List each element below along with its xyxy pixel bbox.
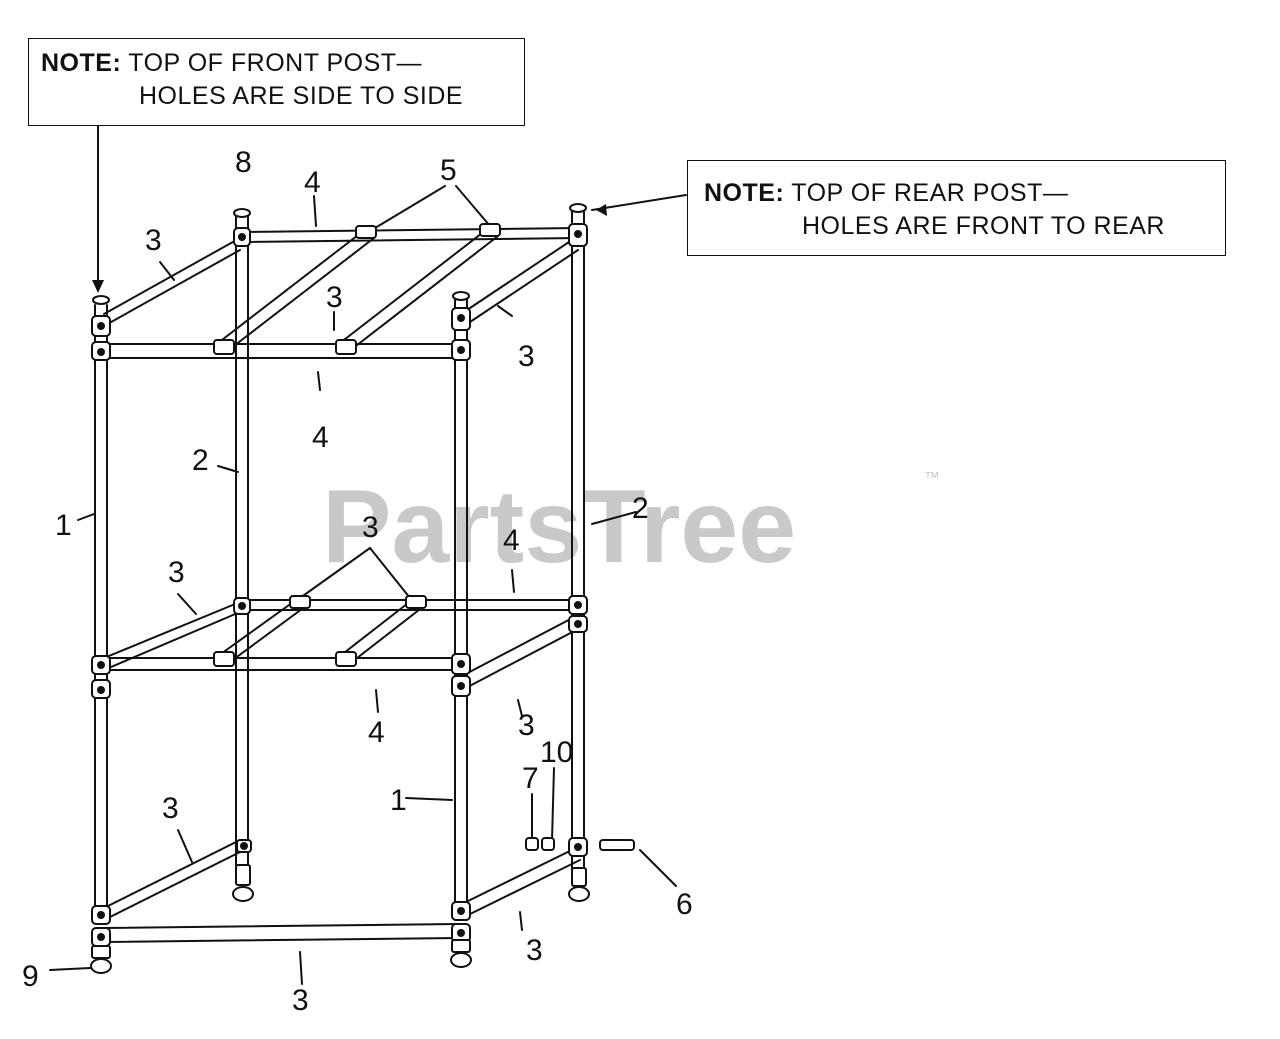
callout-1: 1 [390, 784, 407, 817]
rear-right-post [571, 209, 585, 869]
top-right-side-bar [463, 235, 579, 327]
callout-4: 4 [304, 166, 321, 199]
callout-2: 2 [192, 444, 209, 477]
front-right-post-cap [452, 291, 470, 301]
callout-3: 3 [526, 934, 543, 967]
callout-4: 4 [503, 524, 520, 557]
rear-note-line-2: HOLES ARE FRONT TO REAR [802, 212, 1165, 240]
callout-3: 3 [362, 511, 379, 544]
front-left-post [94, 304, 108, 921]
top-crossbar-1 [217, 231, 375, 350]
callout-9: 9 [22, 960, 39, 993]
callout-4: 4 [312, 421, 329, 454]
callout-3: 3 [162, 792, 179, 825]
callout-3: 3 [326, 281, 343, 314]
callout-5: 5 [440, 154, 457, 187]
callout-1: 1 [55, 509, 72, 542]
middle-left-side-bar [103, 601, 241, 671]
callout-3: 3 [518, 709, 535, 742]
top-front-rail [99, 343, 461, 359]
top-rear-rail [241, 227, 579, 243]
watermark-trademark: ™ [924, 470, 940, 487]
bottom-right-side-bar [465, 845, 581, 917]
rear-left-post [235, 214, 249, 866]
watermark-text: PartsTree [322, 469, 796, 585]
rear-right-post-cap [569, 203, 587, 213]
callout-2: 2 [632, 492, 649, 525]
front-note-line-1: NOTE: TOP OF FRONT POST— [41, 47, 422, 80]
note-label: NOTE: [41, 49, 122, 77]
callout-7: 7 [522, 762, 539, 795]
callout-3: 3 [292, 984, 309, 1017]
middle-right-side-bar [461, 613, 581, 691]
callout-4: 4 [368, 716, 385, 749]
lock-washer [541, 837, 555, 851]
callout-8: 8 [235, 146, 252, 179]
bottom-left-side-bar [103, 839, 241, 921]
rear-left-post-cap [233, 208, 251, 218]
note-text: TOP OF REAR POST— [791, 179, 1069, 207]
rear-note-arrowhead [596, 204, 607, 216]
front-left-post-cap [92, 295, 110, 305]
leveler-foot [91, 945, 111, 959]
front-note-line-2: HOLES ARE SIDE TO SIDE [139, 82, 464, 110]
top-left-side-bar [103, 237, 241, 327]
front-post-note: NOTE: TOP OF FRONT POST— HOLES ARE SIDE … [28, 38, 525, 126]
top-crossbar-2 [339, 229, 499, 350]
rear-note-arrow [591, 194, 687, 211]
callout-3: 3 [168, 556, 185, 589]
rear-post-note: NOTE: TOP OF REAR POST— HOLES ARE FRONT … [687, 160, 1226, 256]
callout-6: 6 [676, 888, 693, 921]
callout-3: 3 [145, 224, 162, 257]
front-note-arrowhead [92, 280, 104, 293]
note-text: TOP OF FRONT POST— [128, 49, 423, 77]
bottom-front-rail [103, 923, 459, 943]
note-label: NOTE: [704, 179, 785, 207]
middle-front-rail [99, 657, 461, 671]
middle-crossbar-1 [217, 599, 307, 663]
middle-crossbar-2 [339, 599, 425, 663]
nut [525, 837, 539, 851]
rear-note-line-1: NOTE: TOP OF REAR POST— [704, 177, 1068, 210]
bolt [599, 839, 635, 851]
callout-10: 10 [540, 736, 573, 769]
callout-3: 3 [518, 340, 535, 373]
